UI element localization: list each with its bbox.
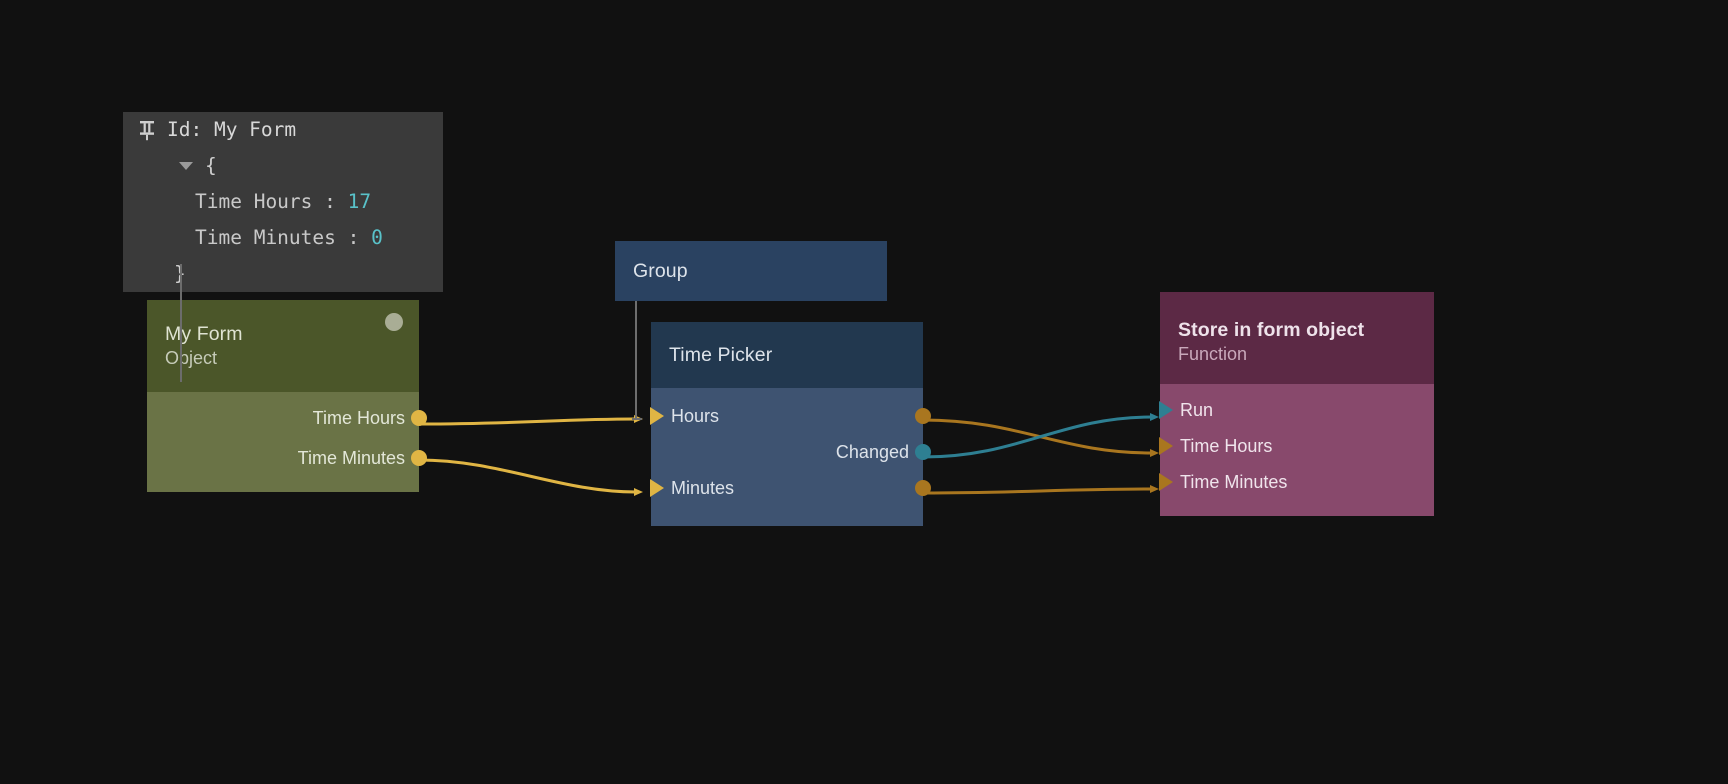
edge-timepicker-hours-to-store-timehours (922, 418, 1159, 457)
port-dot[interactable] (915, 480, 931, 496)
inspector-close-brace: } (174, 256, 186, 292)
inspector-open-brace-row[interactable]: { (123, 148, 443, 184)
node-my-form-title: My Form (165, 323, 243, 345)
inspector-close-brace-row: } (123, 256, 443, 292)
port-dot[interactable] (915, 408, 931, 424)
node-my-form-header[interactable]: My Form Object (147, 300, 419, 392)
node-my-form[interactable]: My Form Object Time Hours Time Minutes (147, 300, 427, 492)
node-time-picker-title: Time Picker (669, 343, 773, 366)
node-store-header[interactable]: Store in form object Function (1160, 292, 1434, 384)
edge-timepicker-changed-to-store-run (922, 413, 1159, 459)
port-arrow-icon (650, 479, 664, 497)
port-dot[interactable] (915, 444, 931, 460)
inspector-entry-key: Time Hours : (195, 190, 348, 213)
input-port-run[interactable]: Run (1159, 392, 1434, 428)
inspector-open-brace: { (205, 154, 217, 177)
node-time-picker-body: Hours Changed Minutes (650, 388, 931, 526)
status-dot[interactable] (385, 313, 403, 331)
input-port-label: Time Minutes (1180, 471, 1288, 492)
node-group[interactable]: Group (615, 241, 887, 301)
input-port-label: Hours (671, 405, 720, 426)
pin-icon[interactable] (137, 119, 157, 141)
input-port-label: Run (1180, 399, 1214, 420)
input-port-minutes[interactable]: Minutes (650, 470, 931, 506)
node-store-subtitle: Function (1178, 344, 1248, 364)
inspector-entry-row: Time Minutes : 0 (123, 220, 443, 256)
output-port-time-minutes[interactable]: Time Minutes (147, 438, 427, 478)
inspector-entry-value: 17 (347, 190, 372, 213)
chevron-down-icon[interactable] (179, 162, 193, 170)
output-port-label: Time Hours (312, 407, 405, 428)
input-port-time-minutes[interactable]: Time Minutes (1159, 464, 1434, 500)
node-store-title: Store in form object (1178, 319, 1365, 341)
input-port-label: Minutes (671, 477, 735, 498)
node-time-picker-header[interactable]: Time Picker (651, 322, 923, 388)
port-arrow-icon (650, 407, 664, 425)
inspector-guide-line (180, 264, 182, 382)
input-port-label: Time Hours (1180, 435, 1273, 456)
node-store-body: Run Time Hours Time Minutes (1159, 384, 1434, 516)
edge-timepicker-minutes-to-store-timeminutes (922, 485, 1159, 495)
group-child-connector-line (635, 301, 637, 419)
port-arrow-icon (1159, 437, 1173, 455)
inspector-id-row: Id: My Form (123, 112, 443, 148)
node-my-form-subtitle: Object (165, 348, 218, 368)
port-arrow-icon (1159, 401, 1173, 419)
port-dot[interactable] (411, 450, 427, 466)
node-group-title: Group (633, 259, 688, 282)
node-my-form-body: Time Hours Time Minutes (147, 392, 427, 492)
node-time-picker[interactable]: Time Picker Hours Changed Minutes (650, 322, 931, 526)
output-port-time-hours[interactable]: Time Hours (147, 398, 427, 438)
group-child-connector-tip (632, 418, 642, 420)
output-port-label: Changed (835, 441, 909, 462)
edge-myform-minutes-to-timepicker-minutes (418, 458, 643, 496)
input-port-hours[interactable]: Hours (650, 398, 931, 434)
port-dot[interactable] (411, 410, 427, 426)
output-port-label: Time Minutes (297, 447, 405, 468)
input-port-time-hours[interactable]: Time Hours (1159, 428, 1434, 464)
node-store-in-form-object[interactable]: Store in form object Function Run Time H… (1159, 292, 1434, 516)
inspector-entry-key: Time Minutes : (195, 226, 372, 249)
inspector-entry-value: 0 (371, 226, 383, 249)
port-arrow-icon (1159, 473, 1173, 491)
edge-myform-hours-to-timepicker-hours (418, 415, 643, 426)
output-port-changed[interactable]: Changed (651, 434, 931, 470)
inspector-id-label: Id: My Form (167, 118, 297, 141)
node-group-header[interactable]: Group (615, 241, 887, 301)
inspector-entry-row: Time Hours : 17 (123, 184, 443, 220)
pinned-value-inspector[interactable]: Id: My Form { Time Hours : 17 Time Minut… (123, 112, 443, 382)
